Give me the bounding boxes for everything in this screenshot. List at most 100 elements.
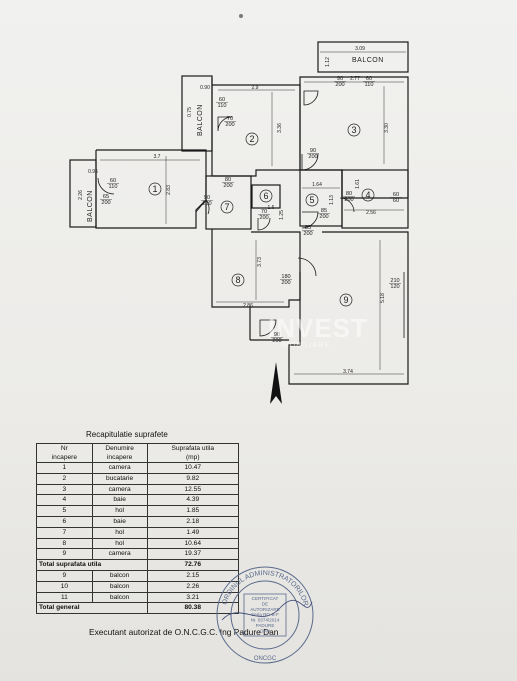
stamp-bottom-text: ONCGC <box>254 656 277 662</box>
room-2-label: 2 <box>249 134 254 144</box>
cell-nr: 9 <box>36 569 93 582</box>
cell-area: 9.82 <box>146 472 240 485</box>
watermark-brand: INVEST <box>268 313 368 343</box>
dim-top-balcony-w: 3.09 <box>355 46 365 52</box>
header-suprafata-line2: (mp) <box>185 454 200 461</box>
cell-name: camera <box>91 548 148 561</box>
cell-name: balcon <box>91 580 148 593</box>
dim-balcony-west-h: 2.26 <box>78 190 84 200</box>
room-4-label: 4 <box>365 190 370 200</box>
executant-line: Executant autorizat de O.N.C.G.C. Ing Pa… <box>89 627 279 637</box>
cell-nr: 2 <box>36 472 93 485</box>
dim-room1-h: 2.83 <box>166 185 172 195</box>
signature-stroke <box>221 599 313 621</box>
stamp-center-line: Seria RO-B-F <box>251 612 279 617</box>
recap-header-row: Nr incapere Denumire incapere Suprafata … <box>36 443 240 463</box>
dim-room2-w: 2.9 <box>252 85 259 91</box>
dim-top-balcony-h: 1.12 <box>325 57 331 67</box>
cell-name: balcon <box>91 569 148 582</box>
cell-area: 12.55 <box>146 483 240 496</box>
header-suprafata: Suprafata utila (mp) <box>146 443 240 463</box>
stamp-center-line: PADURE <box>256 623 275 628</box>
cell-name: baie <box>91 494 148 507</box>
dim-room9-h: 5.18 <box>380 293 386 303</box>
stamp-center-line: AUTORIZARE <box>250 607 280 612</box>
stamp-center-line: Nr. 0374/2014 <box>251 618 280 623</box>
cell-nr: 9 <box>36 548 93 561</box>
stamp-center-line: DAN <box>260 628 270 633</box>
cell-name: camera <box>91 462 148 474</box>
dim-room2-h: 3.36 <box>277 123 283 133</box>
cell-area: 10.47 <box>146 462 240 474</box>
total-useful-label: Total suprafata utila <box>36 559 148 571</box>
watermark-sub: IMOBILIARE <box>280 342 331 349</box>
cell-nr: 3 <box>36 483 93 496</box>
dim-room1-w: 3.7 <box>154 154 161 160</box>
cell-area: 1.49 <box>146 526 240 539</box>
cell-nr: 11 <box>36 591 93 604</box>
cell-nr: 5 <box>36 505 93 517</box>
cell-nr: 4 <box>36 494 93 507</box>
room-1-label: 1 <box>152 184 157 194</box>
cell-name: hol <box>91 537 148 550</box>
top-balcony-label: BALCON <box>352 57 384 64</box>
header-denumire-line1: Denumire <box>105 445 134 452</box>
cell-area: 1.85 <box>146 505 240 517</box>
room-3-label: 3 <box>351 125 356 135</box>
cell-nr: 10 <box>36 580 93 593</box>
stamp-center-line: DE <box>262 601 268 606</box>
dim-room4-w: 2.56 <box>366 210 376 216</box>
cell-nr: 6 <box>36 515 93 528</box>
dim-room3-w: 2.77 <box>350 76 360 82</box>
oncgc-stamp: ORDINUL ADMINISTRATORILOR CERTIFICATDEAU… <box>216 566 314 664</box>
cell-area: 2.18 <box>146 515 240 528</box>
dim-room6-w: 1.6 <box>268 205 275 211</box>
dim-room5-h: 1.13 <box>329 195 335 205</box>
dim-balcony-left-h: 0.75 <box>187 107 193 117</box>
room-9-label: 9 <box>343 295 348 305</box>
cell-name: balcon <box>91 591 148 604</box>
header-nr-line1: Nr <box>60 445 68 452</box>
cell-name: bucatarie <box>91 472 148 485</box>
total-general-value: 80.38 <box>146 602 240 615</box>
dim-room9-w: 3.74 <box>343 369 353 375</box>
left-balcony-label: BALCON <box>197 104 204 136</box>
floor-plan: 1 2 3 4 5 6 7 8 9 BALCON BALCON BALCON <box>69 41 409 404</box>
dim-room6-h: 1.25 <box>279 210 285 220</box>
west-balcony-label: BALCON <box>87 190 94 222</box>
dim-balcony-west-w: 0.95 <box>88 169 98 175</box>
cell-name: baie <box>91 515 148 528</box>
room-5-label: 5 <box>309 195 314 205</box>
cell-nr: 1 <box>36 462 93 474</box>
header-denumire-line2: incapere <box>106 454 133 461</box>
top-balcony-outline <box>317 41 409 73</box>
punch-dot <box>239 14 243 18</box>
